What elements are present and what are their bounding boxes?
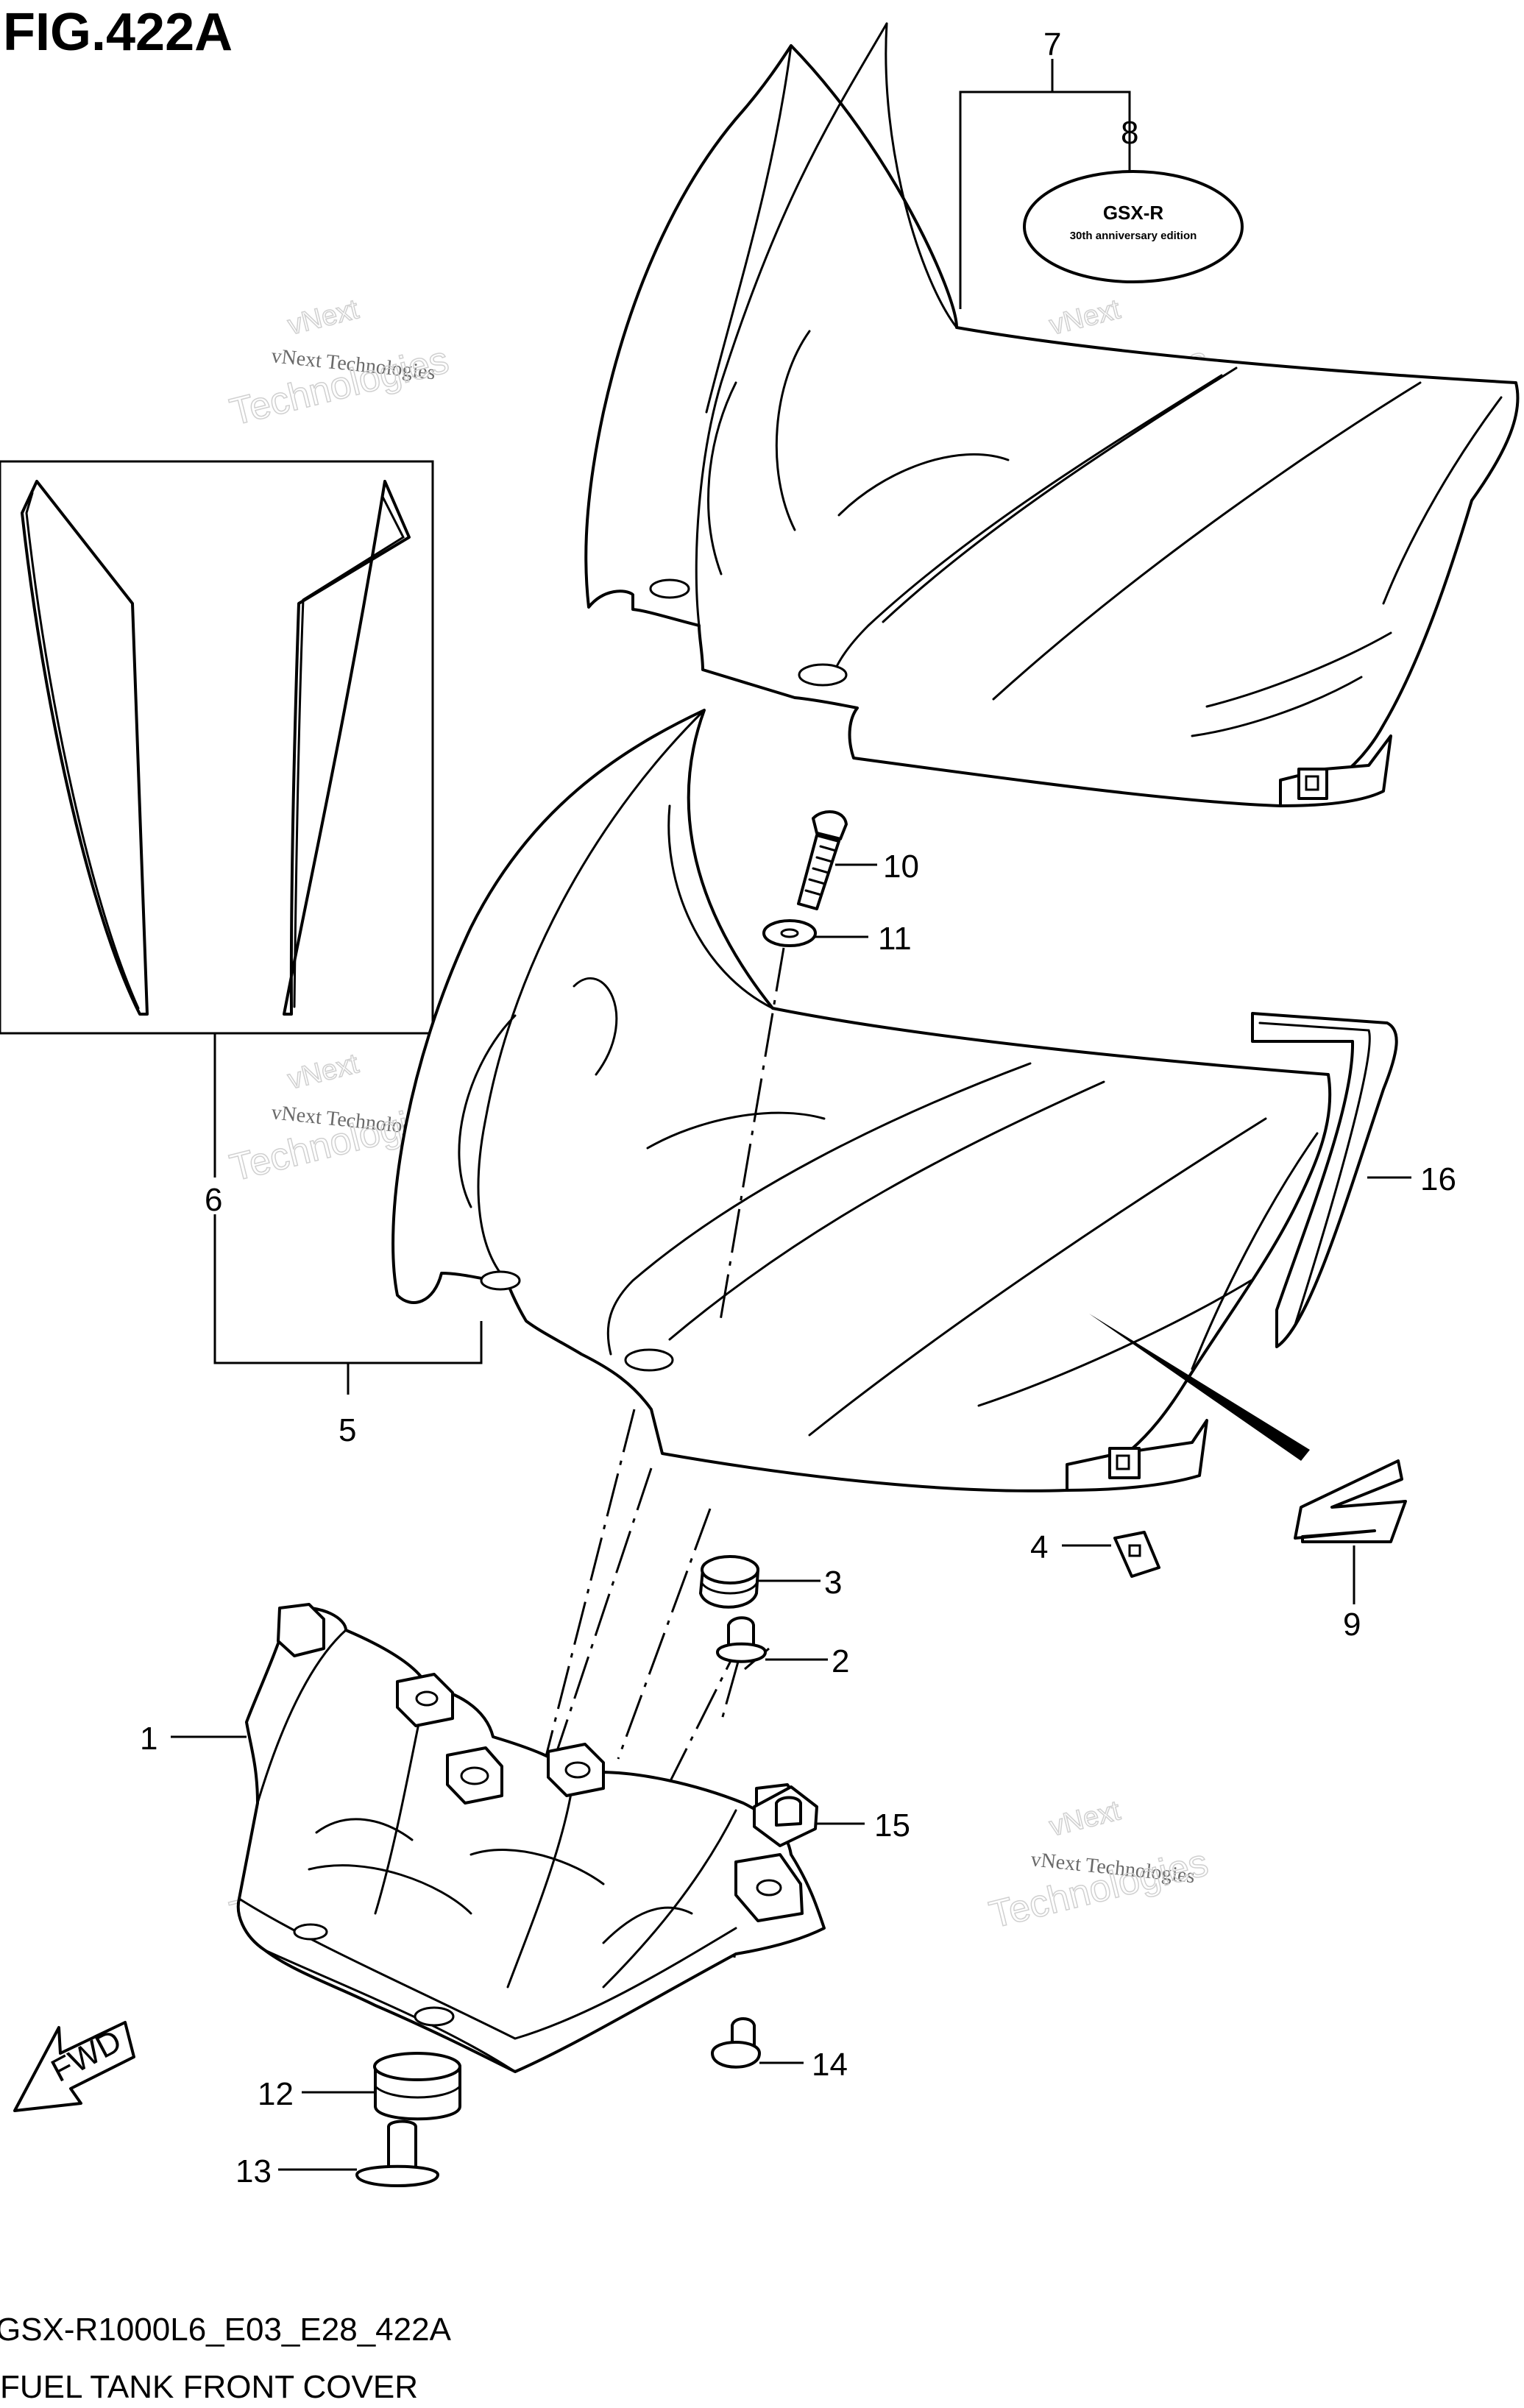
emblem-line2: 30th anniversary edition	[1070, 230, 1197, 242]
badge-pointer	[1089, 1314, 1310, 1461]
callout-5: 5	[339, 1412, 356, 1448]
callout-11: 11	[878, 921, 912, 957]
screw-part	[797, 810, 848, 910]
upper-tank-cover-part	[584, 22, 1520, 807]
lower-cover-mount-hole	[480, 1270, 521, 1291]
callout-10: 10	[883, 849, 919, 885]
grommet-12-part	[373, 2052, 461, 2121]
grommet-part	[699, 1555, 759, 1609]
svg-text:vNext: vNext	[1046, 1795, 1124, 1842]
centerline	[718, 947, 785, 1325]
callout-8: 8	[1121, 115, 1138, 151]
watermark-top-left: vNext vNext Technologies Technologies	[225, 294, 453, 435]
trim-strip-part	[1251, 1012, 1398, 1348]
callout-7-8-bracket	[959, 59, 1131, 309]
svg-text:vNext: vNext	[285, 1048, 362, 1095]
callout-1: 1	[140, 1721, 157, 1757]
side-decal-set-part	[0, 460, 434, 1035]
nut-part	[753, 1785, 818, 1847]
callout-2: 2	[832, 1643, 849, 1679]
callout-15: 15	[874, 1807, 910, 1844]
callout-5-6-bracket	[213, 1033, 483, 1395]
clip-nut-part	[1113, 1531, 1160, 1578]
callout-16: 16	[1420, 1161, 1456, 1197]
callout-4: 4	[1030, 1529, 1048, 1565]
base-bracket-part	[236, 1603, 826, 2073]
forward-direction-arrow: FWD	[13, 2021, 135, 2112]
callout-12: 12	[258, 2076, 294, 2112]
figure-title: FIG.422A	[3, 3, 233, 62]
fuel-tank-front-cover-part	[391, 709, 1332, 1492]
callout-14: 14	[812, 2047, 848, 2083]
callout-9: 9	[1343, 1607, 1361, 1643]
upper-cover-mount-hole	[798, 663, 848, 687]
svg-text:vNext: vNext	[285, 294, 362, 341]
centerline	[617, 1508, 712, 1760]
collar-part	[355, 2120, 439, 2187]
watermark-low-right: vNext vNext Technologies Technologies	[985, 1795, 1213, 1938]
model-code: GSX-R1000L6_E03_E28_422A	[0, 2312, 452, 2348]
upper-cover-mount-hole	[649, 578, 690, 599]
callout-13: 13	[235, 2153, 272, 2189]
emblem-line1: GSX-R	[1103, 202, 1164, 224]
callout-7: 7	[1043, 26, 1061, 63]
lower-cover-mount-hole	[624, 1348, 674, 1372]
svg-text:vNext: vNext	[1046, 294, 1124, 341]
bolt-14-part	[711, 2017, 761, 2069]
centerline	[720, 1661, 740, 1723]
callout-6: 6	[205, 1182, 222, 1218]
callout-3: 3	[824, 1565, 842, 1601]
anniversary-emblem-part: GSX-R 30th anniversary edition	[1023, 170, 1244, 283]
suzuki-badge-part	[1294, 1459, 1407, 1543]
figure-caption: FUEL TANK FRONT COVER	[0, 2369, 418, 2405]
washer-part	[762, 919, 817, 947]
bolt-part	[716, 1616, 767, 1663]
